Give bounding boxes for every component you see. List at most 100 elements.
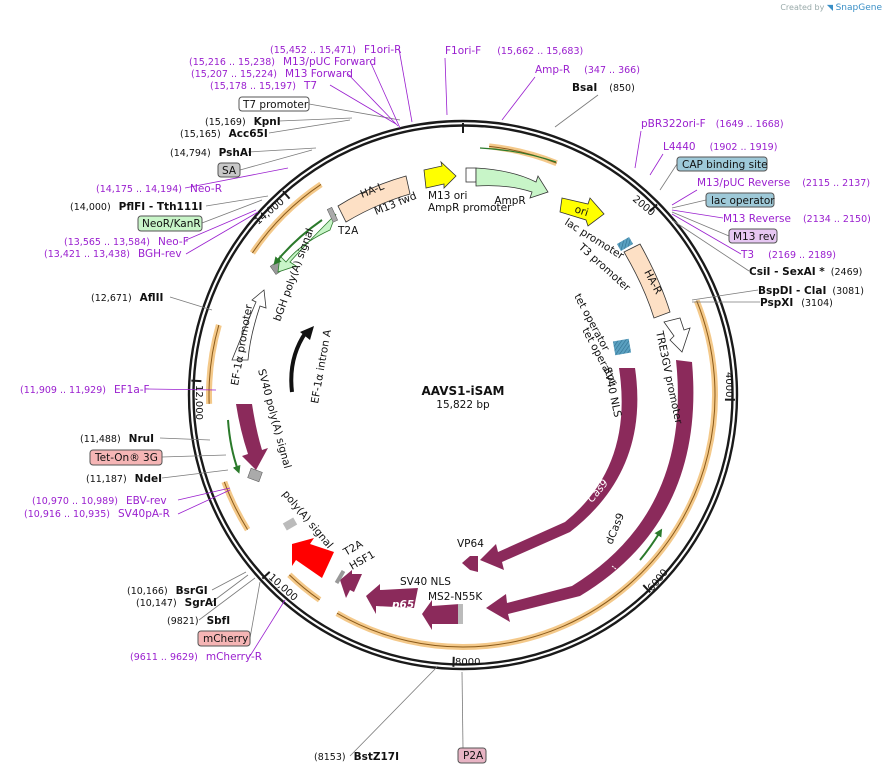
- green-arrow-top: [479, 147, 557, 163]
- label-lead: [185, 211, 259, 255]
- credit-text: Created by: [780, 3, 825, 12]
- label-lead: [634, 130, 642, 169]
- label-lead: [211, 571, 247, 591]
- label-lead: [671, 211, 730, 237]
- label-lead: [501, 76, 536, 121]
- p2a-box[interactable]: [457, 747, 487, 764]
- ampr-arrow[interactable]: [475, 167, 549, 199]
- label-leads: [147, 48, 760, 757]
- site-sgrai: (10,147)SgrAI: [136, 597, 217, 609]
- m13-ori-arrow[interactable]: [423, 160, 457, 189]
- vp64-arrow[interactable]: [462, 556, 478, 572]
- vp64-label: VP64: [457, 538, 484, 550]
- site-pspxi: PspXI(3104): [760, 297, 833, 309]
- primer-pbr322: pBR322ori-F(1649 .. 1668): [641, 118, 784, 130]
- ef1a-promoter-arrow[interactable]: [231, 289, 267, 361]
- label-lead: [461, 671, 464, 749]
- site-aflii: (12,671)AflII: [91, 292, 163, 304]
- t7-promoter-box[interactable]: [238, 96, 310, 112]
- red-orf-arrow[interactable]: [292, 538, 334, 578]
- orf-halo-core: [288, 574, 320, 601]
- orf-halo-core: [336, 300, 716, 648]
- backbone-outer: [187, 119, 739, 671]
- site-bsai: BsaI(850): [572, 82, 635, 94]
- primer-bgh-rev: (13,421 .. 13,438)BGH-rev: [44, 248, 182, 260]
- credit-brand: SnapGene: [835, 3, 882, 13]
- p2a-label: P2A: [463, 750, 484, 762]
- mcherry-label: mCherry: [203, 633, 248, 645]
- site-bsrgi: (10,166)BsrGI: [127, 585, 208, 597]
- tick-mark: [191, 379, 202, 383]
- lac-operator-box[interactable]: [705, 192, 775, 208]
- mcherry-box[interactable]: [197, 630, 251, 647]
- cas9-arrow[interactable]: [480, 368, 638, 570]
- tick-4000: 4000: [723, 372, 734, 397]
- label-lead: [671, 219, 750, 272]
- neor-kanr-arrow[interactable]: [277, 213, 337, 273]
- ori-arrow[interactable]: [559, 197, 605, 227]
- label-lead: [691, 289, 759, 301]
- backbone-ticks: [191, 123, 735, 667]
- label-lead: [671, 209, 724, 219]
- neor-kanr-box[interactable]: [137, 215, 203, 232]
- orf-halo-core: [208, 324, 220, 404]
- site-csii: CsiI - SexAI *(2469): [749, 266, 862, 278]
- tick-mark: [282, 190, 291, 200]
- polya-signal-box: [282, 517, 298, 531]
- orf-halo-core: [252, 184, 322, 254]
- p65-arrow[interactable]: [366, 584, 418, 614]
- primer-m13-r: M13 Reverse(2134 .. 2150): [723, 213, 871, 225]
- sv40-polya-box: [247, 467, 263, 483]
- label-lead: [201, 199, 263, 224]
- m13-rev-label: M13 rev: [733, 231, 776, 243]
- orf-halo: [488, 143, 558, 166]
- label-lead: [249, 581, 261, 639]
- primer-m13-f: (15,207 .. 15,224)M13 Forward: [191, 68, 353, 80]
- ha-l-feature[interactable]: [337, 175, 411, 223]
- ef1a-promoter-label: EF-1α promoter: [229, 303, 255, 387]
- ampr-label: AmpR: [494, 195, 525, 207]
- ms2-nls-segment: [458, 604, 463, 624]
- label-lead: [161, 469, 229, 479]
- label-lead: [349, 665, 439, 757]
- t2a-marker-a: [334, 569, 346, 585]
- cap-label: CAP binding site: [682, 159, 768, 171]
- label-lead: [247, 147, 317, 153]
- orf-halo: [221, 480, 251, 532]
- label-lead: [177, 489, 231, 515]
- teton-box[interactable]: [89, 449, 163, 466]
- ori-label: ori: [573, 203, 590, 219]
- ms2-arrow[interactable]: [422, 600, 460, 630]
- ha-r-feature[interactable]: [623, 243, 671, 319]
- label-lead: [346, 72, 399, 127]
- m13-rev-box[interactable]: [728, 228, 778, 244]
- tet-operator-box: [612, 338, 632, 356]
- bgh-polya-label: bGH poly(A) signal: [272, 227, 317, 323]
- tre3gv-promoter-arrow[interactable]: [663, 317, 691, 353]
- label-lead: [184, 167, 289, 189]
- plasmid-name: AAVS1-iSAM: [421, 384, 504, 398]
- label-lead: [671, 199, 707, 209]
- label-lead: [398, 48, 413, 123]
- tick-8000: 8000: [455, 657, 480, 668]
- label-lead: [239, 149, 313, 171]
- label-lead: [161, 454, 227, 458]
- ampr-promoter-box: [465, 167, 477, 183]
- cap-box[interactable]: [676, 156, 768, 172]
- label-lead: [649, 153, 664, 176]
- ef1a-intron-arrow[interactable]: [289, 330, 308, 393]
- label-lead: [329, 84, 397, 125]
- label-lead: [369, 60, 401, 129]
- green-arrow-right: [639, 528, 663, 561]
- neor-kanr-label: NeoR/KanR: [142, 218, 201, 230]
- sa-box[interactable]: [217, 162, 241, 178]
- sv40-polya-arrow[interactable]: [236, 404, 268, 470]
- sv40-nls-label-2: SV40 NLS: [400, 576, 451, 588]
- primer-amp-r: Amp-R(347 .. 366): [535, 64, 640, 76]
- label-lead: [308, 103, 401, 121]
- tick-mark: [642, 584, 651, 594]
- orf-halo-core: [489, 145, 557, 164]
- hsf1-arrow[interactable]: [340, 570, 362, 598]
- sa-label: SA: [222, 165, 237, 177]
